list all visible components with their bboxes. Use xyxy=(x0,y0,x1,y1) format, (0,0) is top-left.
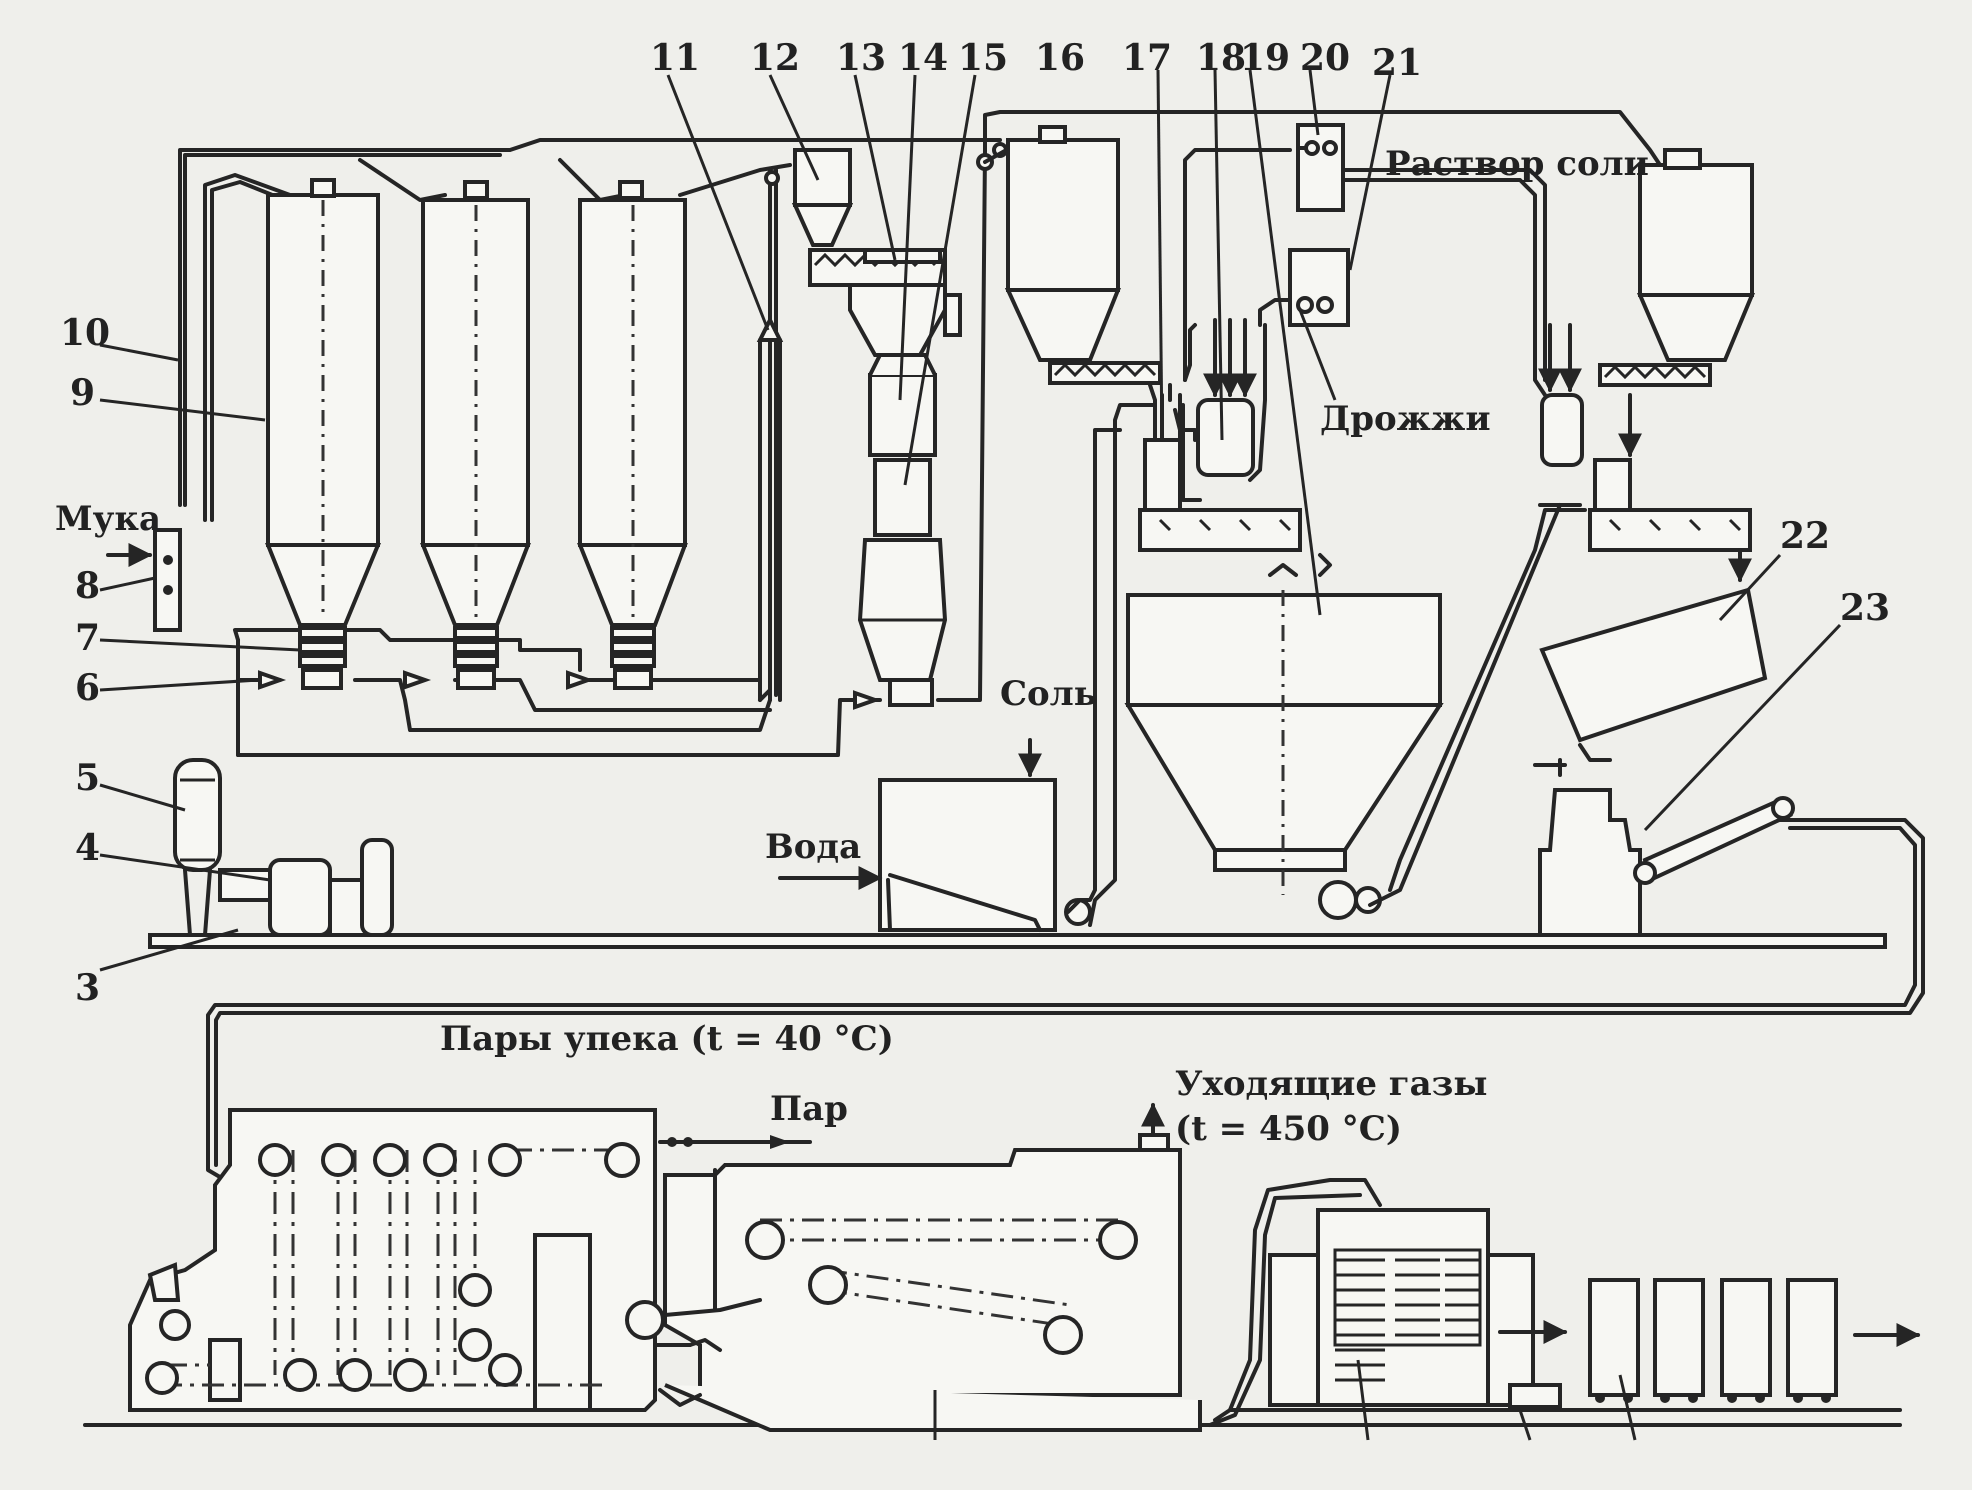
label-8: 8 xyxy=(75,565,100,607)
label-12: 12 xyxy=(750,37,800,79)
filter-unit xyxy=(173,758,222,937)
label-4: 4 xyxy=(75,827,100,869)
label-20: 20 xyxy=(1300,37,1350,79)
label-10: 10 xyxy=(60,312,110,354)
sifter xyxy=(808,248,962,357)
dough-bunker xyxy=(1124,553,1444,920)
cyclone-separator xyxy=(764,148,854,247)
upper-floor-line xyxy=(148,933,1887,949)
dough-divider xyxy=(1533,758,1795,937)
flour-receiver xyxy=(106,528,182,632)
label-exhaust-gases: Уходящие газы xyxy=(1175,1064,1487,1104)
conveyor-to-oven xyxy=(206,826,1917,1182)
flour-silo-1 xyxy=(265,178,381,690)
baking-oven xyxy=(663,1102,1202,1432)
label-9: 9 xyxy=(70,372,95,414)
flour-batcher xyxy=(857,353,948,707)
flour-silo-3 xyxy=(577,180,688,690)
dough-divider-tray xyxy=(1539,548,1768,762)
feeder-valve-4 xyxy=(853,690,882,710)
label-yeast: Дрожжи xyxy=(1320,399,1491,439)
label-19: 19 xyxy=(1240,37,1290,79)
yeast-tank xyxy=(1288,248,1350,327)
label-13: 13 xyxy=(836,37,886,79)
label-16: 16 xyxy=(1035,37,1085,79)
label-water: Вода xyxy=(765,827,861,867)
label-flour: Мука xyxy=(55,499,161,539)
compressor-unit xyxy=(218,838,394,937)
label-7: 7 xyxy=(75,617,100,659)
label-15: 15 xyxy=(958,37,1008,79)
salt-solution-tank xyxy=(1296,123,1345,212)
label-18: 18 xyxy=(1196,37,1246,79)
salt-solution-pipe xyxy=(1333,178,1547,397)
label-6: 6 xyxy=(75,667,100,709)
right-silo xyxy=(1538,148,1755,467)
label-23: 23 xyxy=(1840,587,1890,629)
feeder-valve-2 xyxy=(403,670,432,690)
bread-containers xyxy=(1588,1278,1921,1403)
label-11: 11 xyxy=(650,37,700,79)
label-3: 3 xyxy=(75,967,100,1009)
proofing-cabinet xyxy=(128,1108,665,1412)
leader-lines xyxy=(99,69,1842,972)
label-baking-vapors: Пары упека (t = 40 °С) xyxy=(440,1019,894,1059)
yeast-line xyxy=(1258,298,1292,327)
intermediate-silo xyxy=(1004,125,1162,385)
label-17: 17 xyxy=(1122,37,1172,79)
label-22: 22 xyxy=(1780,515,1830,557)
feeder-valve-3 xyxy=(566,670,595,690)
cooling-rack-cabinet xyxy=(1268,1208,1568,1409)
feeder-valve-1 xyxy=(258,670,287,690)
dosing-mixer-right xyxy=(1588,393,1752,567)
label-exhaust-temp: (t = 450 °С) xyxy=(1175,1109,1402,1149)
label-steam: Пар xyxy=(770,1089,848,1129)
pneumatic-lift xyxy=(756,315,784,702)
salt-dissolver xyxy=(778,738,1092,932)
dosing-mixer-left xyxy=(1138,318,1302,552)
label-salt: Соль xyxy=(1000,674,1097,714)
label-21: 21 xyxy=(1372,42,1422,84)
label-salt-solution: Раствор соли xyxy=(1385,144,1649,184)
steam-inlet xyxy=(658,1135,812,1149)
flour-silo-2 xyxy=(420,180,531,690)
label-5: 5 xyxy=(75,757,100,799)
label-14: 14 xyxy=(898,37,948,79)
